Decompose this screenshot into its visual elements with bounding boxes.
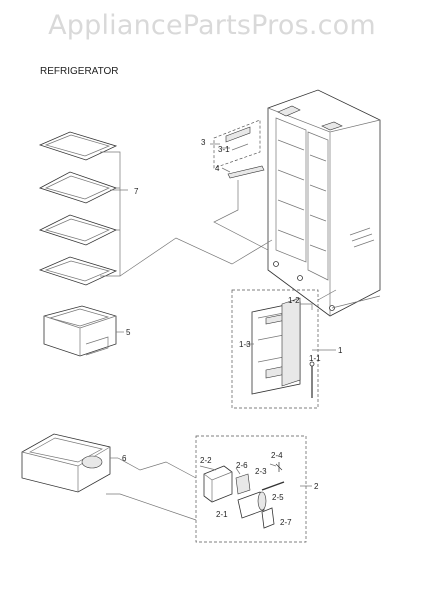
callout-2: 2	[314, 482, 319, 491]
callout-4: 4	[215, 164, 220, 173]
shelf-bracket-line	[100, 151, 128, 277]
ice-route-gear[interactable]	[235, 473, 251, 495]
callout-1-2: 1-2	[288, 296, 300, 305]
ice-chute-cap[interactable]	[261, 507, 275, 529]
refrigerator-cabinet	[267, 89, 381, 317]
callout-1-1: 1-1	[309, 354, 321, 363]
glass-shelf-group	[38, 131, 128, 286]
leader-lines	[106, 143, 381, 521]
callout-2-1: 2-1	[216, 510, 228, 519]
callout-5: 5	[126, 328, 131, 337]
callout-2-5: 2-5	[272, 493, 284, 502]
section-title: REFRIGERATOR	[40, 66, 119, 77]
callout-2-6: 2-6	[236, 461, 248, 470]
callout-3: 3	[201, 138, 206, 147]
ice-route-motor[interactable]	[203, 465, 233, 503]
glass-shelf-2[interactable]	[38, 171, 118, 204]
glass-shelf-1[interactable]	[38, 131, 118, 161]
glass-shelf-1-inner	[44, 134, 111, 157]
watermark-text: AppliancePartsPros.com	[48, 10, 376, 41]
ice-assembly-box	[195, 435, 307, 543]
glass-shelf-2-inner	[45, 175, 110, 200]
glass-shelf-4[interactable]	[38, 256, 118, 286]
callout-3-1: 3-1	[218, 145, 230, 154]
cover-insulation[interactable]	[281, 297, 301, 387]
cover-assembly-box	[231, 289, 319, 409]
crisper-drawer[interactable]	[43, 305, 124, 357]
callout-2-2: 2-2	[200, 456, 212, 465]
small-screw[interactable]	[275, 462, 283, 472]
damper-cylinder[interactable]	[237, 491, 267, 519]
vegetable-drawer[interactable]	[21, 433, 118, 493]
thermistor-wire[interactable]	[309, 361, 315, 398]
callout-1: 1	[338, 346, 343, 355]
glass-shelf-3-inner	[44, 218, 111, 242]
callout-7: 7	[134, 187, 139, 196]
callout-6: 6	[122, 454, 127, 463]
glass-shelf-4-inner	[44, 260, 111, 282]
callout-2-7: 2-7	[280, 518, 292, 527]
callout-2-4: 2-4	[271, 451, 283, 460]
glass-shelf-3[interactable]	[38, 214, 118, 246]
shelf-frame-assembly[interactable]	[213, 119, 261, 169]
shelf-rod[interactable]	[227, 165, 265, 179]
callout-1-3: 1-3	[239, 340, 251, 349]
callout-2-3: 2-3	[255, 467, 267, 476]
solenoid-pin[interactable]	[261, 481, 285, 491]
